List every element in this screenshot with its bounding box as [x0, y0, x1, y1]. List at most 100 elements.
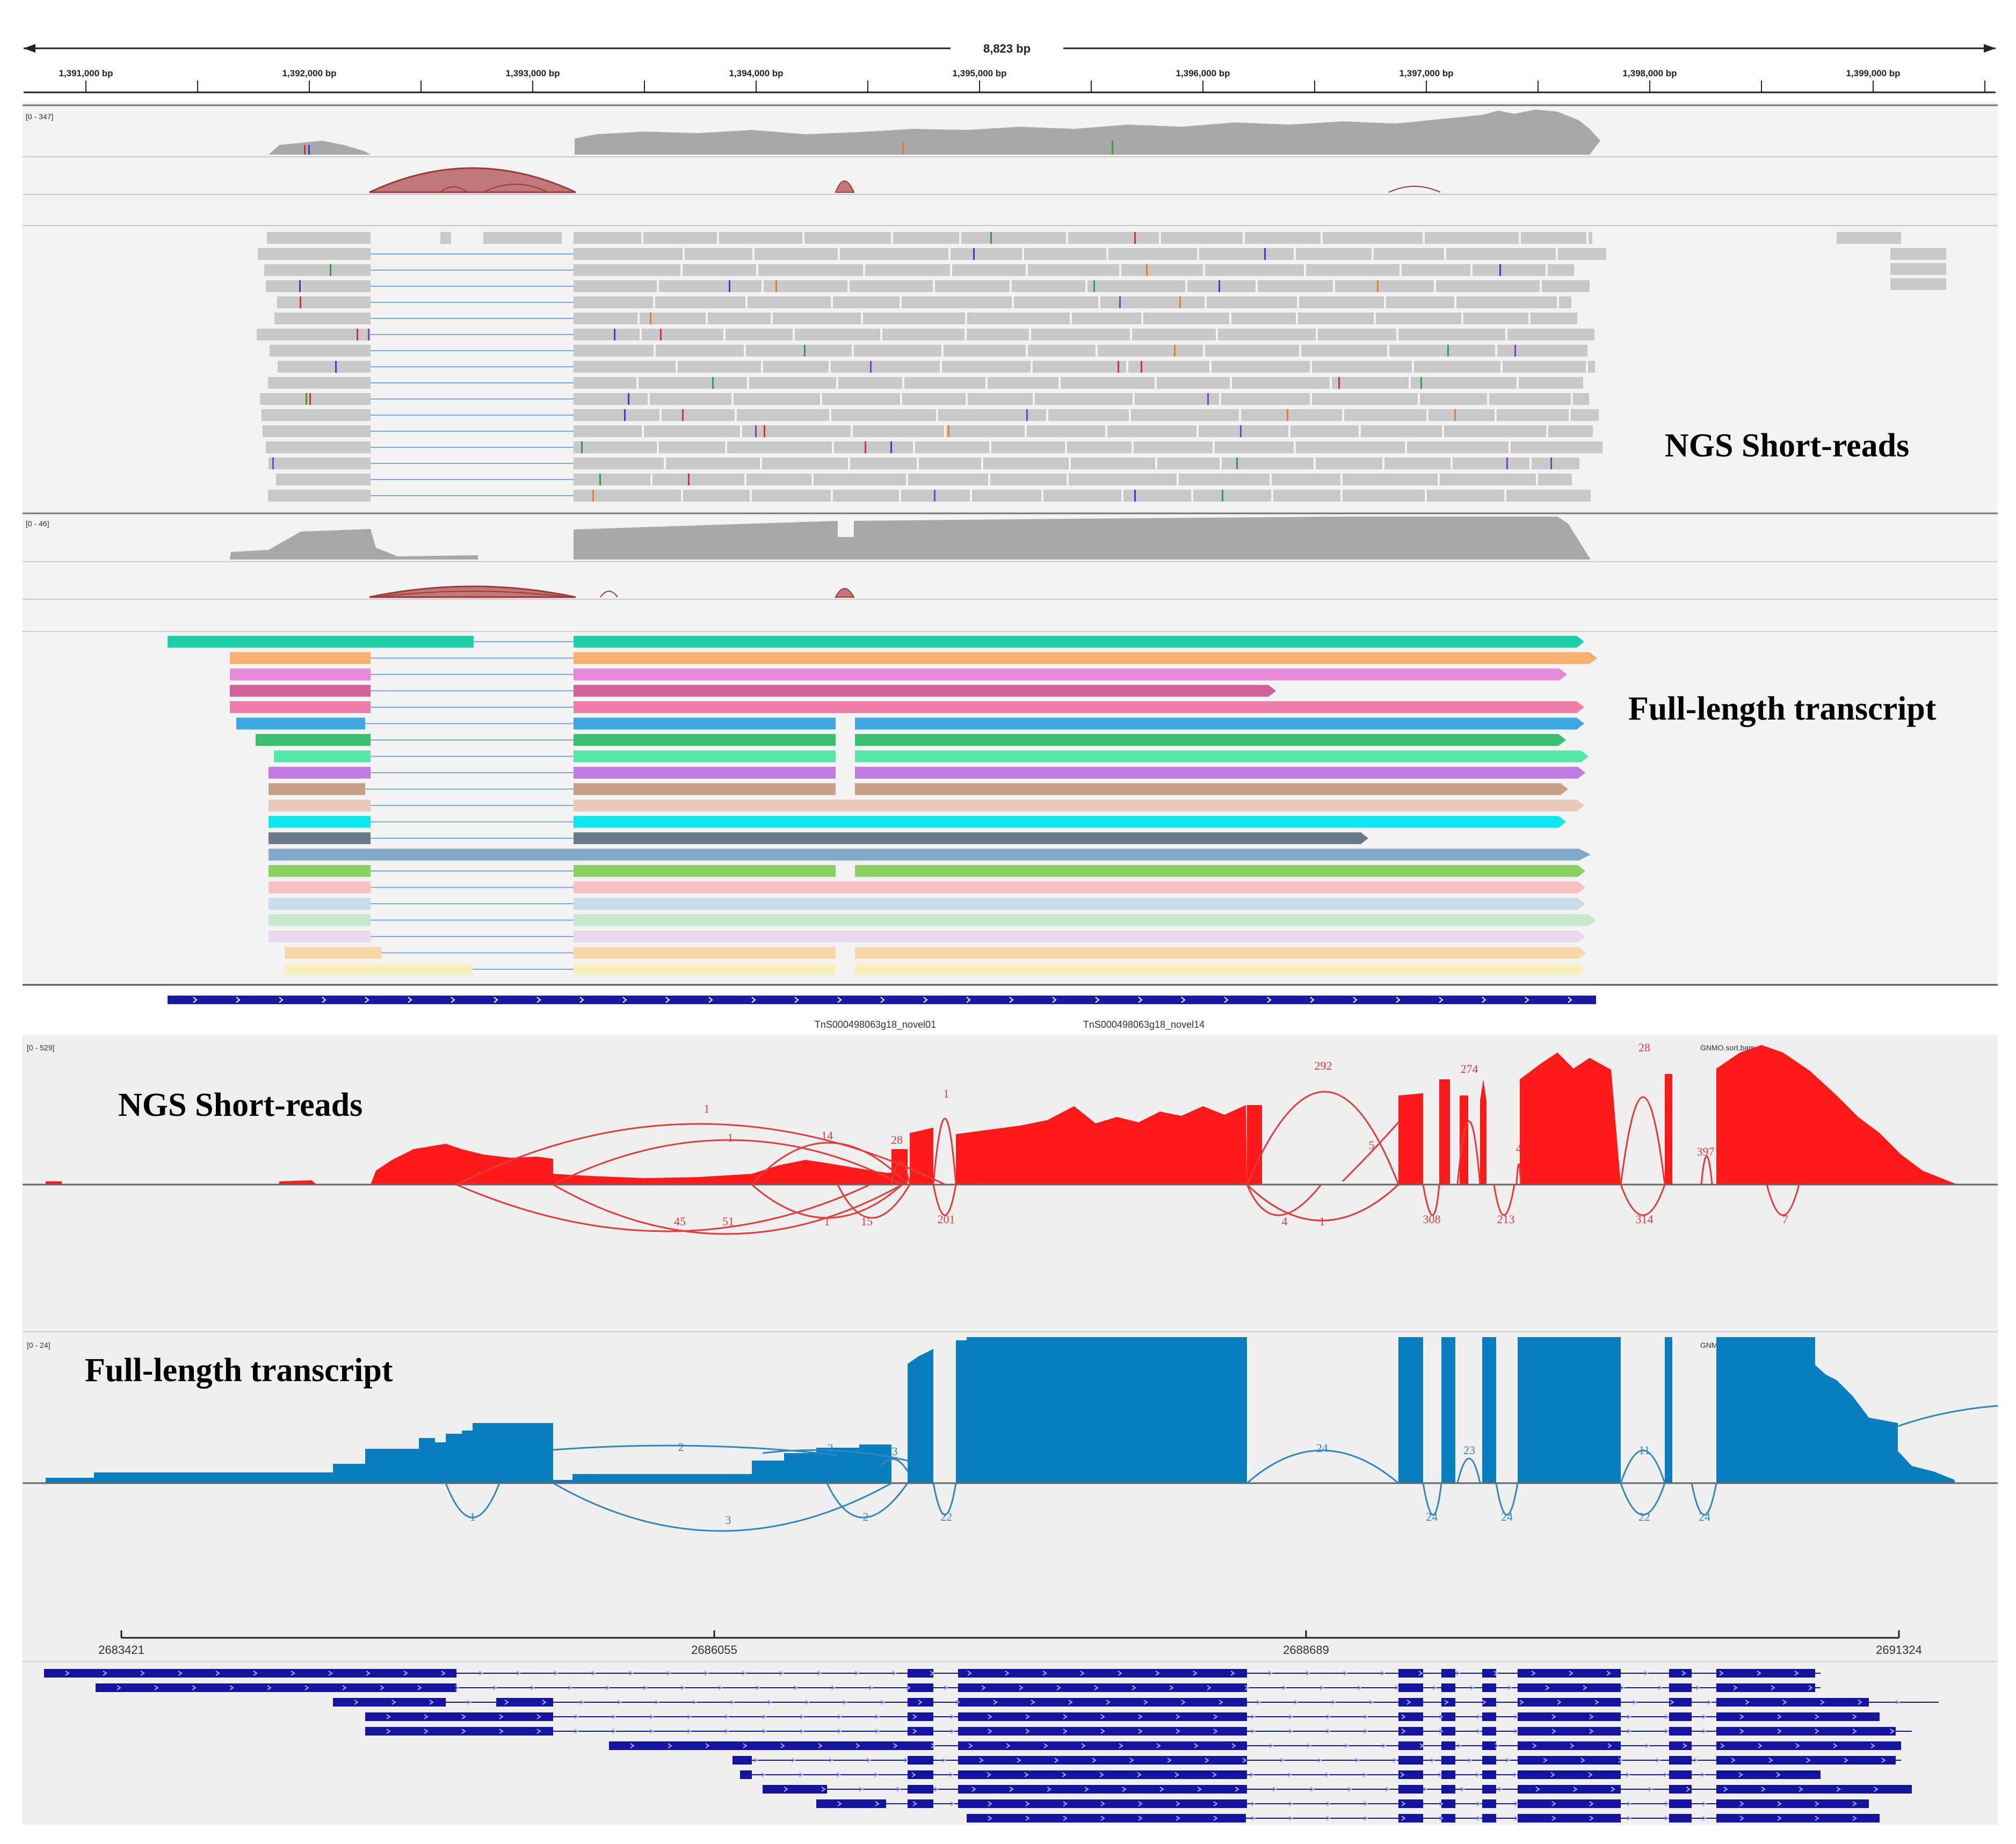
- ngs-junction-count: 4: [1516, 1142, 1522, 1155]
- flt-transcript-end: [1589, 914, 1596, 926]
- gene-model-exon: [1669, 1756, 1692, 1765]
- gene-model-chevron: [1794, 1671, 1799, 1676]
- flt-junction-count: 23: [1463, 1443, 1475, 1457]
- flt-transcript-exon: [574, 931, 1578, 942]
- ngs-read: [850, 458, 917, 469]
- flt-transcript-exon: [574, 816, 1558, 828]
- ngs-read: [1273, 490, 1340, 502]
- ngs-read: [574, 329, 640, 340]
- ngs-read: [1559, 296, 1571, 308]
- gene-chevron: [1095, 997, 1100, 1003]
- ngs-read: [1157, 458, 1220, 469]
- ngs-read: [1573, 393, 1589, 405]
- gene-model-exon: [1669, 1770, 1692, 1779]
- gene-chevron: [622, 997, 627, 1003]
- ngs-read: [1108, 248, 1197, 260]
- ngs-mismatch: [299, 280, 301, 292]
- gene-model-exon: [1441, 1799, 1455, 1808]
- ngs-mismatch: [1236, 458, 1238, 469]
- gene-model-exon: [1482, 1756, 1496, 1765]
- gene-model-chevron: [1895, 1700, 1900, 1705]
- gene-model-chevron: [1400, 1772, 1405, 1777]
- ngs-read: [678, 361, 761, 373]
- ngs-read: [863, 313, 965, 324]
- ngs-read: [1043, 490, 1121, 502]
- gene-model-exon: [1482, 1698, 1496, 1707]
- ngs-junction-count: 5: [1369, 1138, 1375, 1152]
- ngs-read: [938, 409, 1046, 421]
- gene-model-chevron: [605, 1685, 610, 1690]
- gene-model-chevron: [1176, 1816, 1180, 1821]
- ngs-read: [1132, 329, 1216, 340]
- ngs-mismatch: [614, 329, 615, 340]
- gene-model-chevron: [1176, 1801, 1180, 1806]
- gene-model-chevron: [892, 1671, 897, 1676]
- gene-model-chevron: [391, 1700, 396, 1705]
- ngs-read: [1068, 232, 1159, 244]
- gene-model-chevron: [1594, 1700, 1599, 1705]
- ngs-read: [915, 441, 989, 453]
- gene-model-exon: [1398, 1799, 1423, 1808]
- flt-transcript-exon: [269, 800, 371, 811]
- flt-transcript-end: [1361, 832, 1368, 844]
- gene-model-chevron: [1438, 1772, 1442, 1777]
- gene-model-chevron: [1513, 1772, 1518, 1777]
- gene-model-chevron: [1858, 1700, 1862, 1705]
- ngs-read: [1296, 441, 1405, 453]
- gene-model-chevron: [829, 1758, 833, 1763]
- gene-model-chevron: [944, 1685, 948, 1690]
- gene-model-chevron: [1100, 1714, 1105, 1719]
- ngs-junction-count: 308: [1423, 1213, 1441, 1226]
- flt-transcript-exon: [855, 717, 1577, 730]
- ngs-read: [270, 345, 371, 357]
- ngs-read: [1296, 248, 1372, 260]
- ngs-read: [1890, 248, 1946, 260]
- gene-model-chevron: [1355, 1758, 1360, 1763]
- flt-transcript-exon: [269, 816, 371, 828]
- flt-transcript-exon: [230, 652, 371, 664]
- ngs-mismatch: [729, 280, 730, 292]
- ngs-read: [1107, 425, 1196, 437]
- ngs-mismatch: [1514, 345, 1516, 357]
- gene-model-chevron: [993, 1700, 998, 1705]
- ngs-read: [1521, 232, 1586, 244]
- gene-model-chevron: [1695, 1685, 1700, 1690]
- ngs-read: [1323, 232, 1423, 244]
- ngs-read: [574, 377, 636, 389]
- gene-model-chevron: [1310, 1787, 1315, 1792]
- gene-model-chevron: [1820, 1700, 1825, 1705]
- gene-chevron: [966, 997, 971, 1003]
- gene-model-chevron: [1683, 1743, 1687, 1748]
- gene-model-chevron: [1005, 1671, 1010, 1676]
- ngs-read: [1199, 248, 1294, 260]
- gene-model-chevron: [1272, 1787, 1277, 1792]
- sashimi-ruler-label: 2683421: [98, 1643, 144, 1657]
- gene-chevron: [923, 997, 928, 1003]
- ngs-junction-count: 314: [1636, 1213, 1654, 1226]
- gene-model-chevron: [955, 1700, 960, 1705]
- gene-model-chevron: [1325, 1772, 1330, 1777]
- ngs-read: [1131, 409, 1239, 421]
- gene-model-chevron: [1618, 1758, 1623, 1763]
- gene-model-chevron: [1080, 1671, 1085, 1676]
- gene-model-chevron: [1251, 1801, 1256, 1806]
- gene-model-chevron: [1213, 1714, 1218, 1719]
- ngs-read: [1143, 313, 1229, 324]
- ngs-mismatch: [1146, 264, 1148, 276]
- ngs-read: [755, 248, 838, 260]
- flt-transcript-exon: [574, 652, 1590, 664]
- gene-model-chevron: [1456, 1671, 1461, 1676]
- flt-transcript-exon: [574, 767, 836, 779]
- flt-sashimi-title: Full-length transcript: [85, 1352, 393, 1389]
- ngs-read: [1069, 474, 1177, 485]
- gene-model-chevron: [843, 1700, 847, 1705]
- gene-model-chevron: [968, 1743, 973, 1748]
- flt-transcript-exon: [574, 800, 1577, 811]
- ngs-read: [1312, 393, 1418, 405]
- flt-transcript-end: [1579, 963, 1586, 975]
- gene-model-chevron: [1626, 1772, 1630, 1777]
- ngs-mismatch: [865, 441, 866, 453]
- ngs-read: [574, 345, 654, 357]
